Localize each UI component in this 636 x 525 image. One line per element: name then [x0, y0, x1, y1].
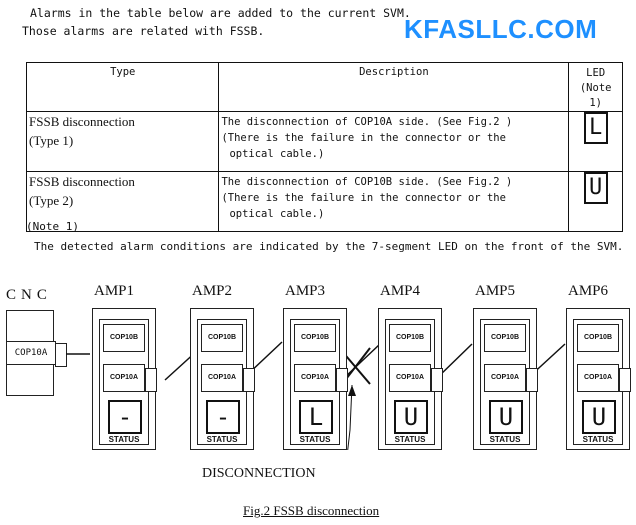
- port-cop10b: COP10B: [201, 324, 243, 352]
- desc-line2: (There is the failure in the connector o…: [221, 192, 506, 204]
- desc-line1: The disconnection of COP10B side. (See F…: [221, 176, 513, 188]
- row-type: FSSB disconnection (Type 2): [25, 171, 220, 232]
- row-description: The disconnection of COP10A side. (See F…: [218, 111, 570, 172]
- note-text: The detected alarm conditions are indica…: [34, 240, 624, 253]
- alarm-table: Type Description LED (Note 1) FSSB disco…: [25, 62, 623, 232]
- header-description: Description: [218, 62, 570, 112]
- status-led: U: [394, 400, 428, 434]
- type-line2: (Type 1): [29, 133, 74, 148]
- status-label: STATUS: [489, 435, 521, 444]
- status-led: U: [582, 400, 616, 434]
- header-led-line1: LED: [586, 67, 606, 79]
- amp-panel: COP10B COP10A -STATUS: [197, 319, 247, 445]
- status-label: STATUS: [206, 435, 238, 444]
- port-cop10b: COP10B: [294, 324, 336, 352]
- amp-title: AMP6: [568, 283, 609, 299]
- connector-stub: [55, 343, 67, 367]
- table-header-row: Type Description LED (Note 1): [25, 62, 623, 112]
- disconnection-label: DISCONNECTION: [202, 466, 316, 481]
- connector-stub: [336, 368, 348, 392]
- connector-stub: [145, 368, 157, 392]
- row-type: FSSB disconnection (Type 1): [25, 111, 220, 172]
- watermark-logo: KFASLLC.COM: [404, 14, 598, 44]
- port-cop10a: COP10A: [294, 364, 336, 392]
- port-cop10b: COP10B: [389, 324, 431, 352]
- led-indicator: L: [583, 112, 608, 144]
- disconnection-arrowhead: [348, 385, 356, 396]
- port-cop10a: COP10A: [103, 364, 145, 392]
- row-led: L: [568, 111, 623, 172]
- connector-stub: [243, 368, 255, 392]
- desc-line1: The disconnection of COP10A side. (See F…: [221, 116, 513, 128]
- amp-title: AMP2: [192, 283, 233, 299]
- table-row: FSSB disconnection (Type 1) The disconne…: [25, 111, 623, 172]
- header-type: Type: [25, 62, 220, 112]
- amp-title: AMP1: [94, 283, 135, 299]
- status-led: L: [299, 400, 333, 434]
- row-led: U: [568, 171, 623, 232]
- port-cop10a: COP10A: [577, 364, 619, 392]
- figure-caption: Fig.2 FSSB disconnection: [243, 503, 380, 518]
- connector-stub: [526, 368, 538, 392]
- type-line1: FSSB disconnection: [29, 114, 135, 129]
- amp-title: AMP5: [475, 283, 516, 299]
- port-cop10b: COP10B: [484, 324, 526, 352]
- header-led-line2: (Note 1): [579, 82, 612, 109]
- intro-line-1: Alarms in the table below are added to t…: [30, 6, 411, 20]
- amp-panel: COP10B COP10A -STATUS: [99, 319, 149, 445]
- port-cop10b: COP10B: [103, 324, 145, 352]
- table-row: FSSB disconnection (Type 2) The disconne…: [25, 171, 623, 232]
- status-label: STATUS: [394, 435, 426, 444]
- intro-line-2: Those alarms are related with FSSB.: [22, 24, 265, 38]
- header-led: LED (Note 1): [568, 62, 623, 112]
- connector-stub: [619, 368, 631, 392]
- amp-title: AMP3: [285, 283, 326, 299]
- row-description: The disconnection of COP10B side. (See F…: [218, 171, 570, 232]
- desc-line3: optical cable.): [229, 148, 325, 160]
- cnc-port-cop10a: COP10A: [6, 341, 56, 365]
- status-led: U: [489, 400, 523, 434]
- status-led: -: [206, 400, 240, 434]
- connector-stub: [431, 368, 443, 392]
- port-cop10a: COP10A: [201, 364, 243, 392]
- port-cop10a: COP10A: [484, 364, 526, 392]
- status-label: STATUS: [108, 435, 140, 444]
- port-cop10b: COP10B: [577, 324, 619, 352]
- note-label: (Note 1): [26, 220, 79, 233]
- desc-line2: (There is the failure in the connector o…: [221, 132, 506, 144]
- disconnection-leader: [347, 384, 353, 450]
- status-led: -: [108, 400, 142, 434]
- status-label: STATUS: [582, 435, 614, 444]
- type-line1: FSSB disconnection: [29, 174, 135, 189]
- type-line2: (Type 2): [29, 193, 74, 208]
- cnc-label: CNC: [6, 287, 52, 303]
- amp-title: AMP4: [380, 283, 421, 299]
- status-label: STATUS: [299, 435, 331, 444]
- led-indicator: U: [583, 172, 608, 204]
- port-cop10a: COP10A: [389, 364, 431, 392]
- desc-line3: optical cable.): [229, 208, 325, 220]
